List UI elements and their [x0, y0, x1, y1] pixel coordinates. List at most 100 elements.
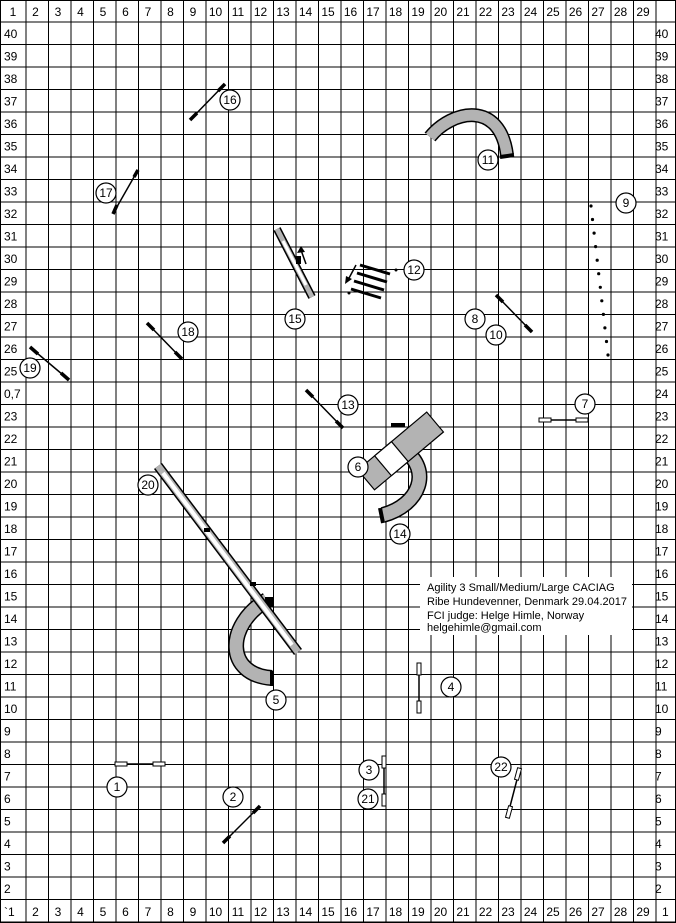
weave-pole: [595, 258, 599, 262]
y-axis-label-right: 13: [655, 635, 669, 649]
obstacle-number-3: 3: [358, 759, 380, 781]
y-axis-label-left: 16: [4, 567, 18, 581]
y-axis-label-right: 29: [655, 275, 669, 289]
svg-text:18: 18: [181, 325, 195, 339]
svg-text:7: 7: [582, 397, 589, 411]
tunnel-6: [356, 411, 445, 491]
x-axis-label-top: 25: [546, 5, 560, 19]
y-axis-label-right: 30: [655, 252, 669, 266]
y-axis-label-left: 19: [4, 500, 18, 514]
x-axis-label-top: 22: [479, 5, 493, 19]
y-axis-label-right: 16: [655, 567, 669, 581]
y-axis-label-left: 2: [4, 882, 11, 896]
y-axis-label-left: 22: [4, 432, 18, 446]
x-axis-label-top: 24: [524, 5, 538, 19]
y-axis-label-left: 21: [4, 455, 18, 469]
x-axis-label-bottom: 24: [524, 905, 538, 919]
svg-text:3: 3: [366, 763, 373, 777]
obstacle-number-16: 16: [219, 89, 241, 111]
x-axis-label-bottom: 23: [501, 905, 515, 919]
course-info-box: Agility 3 Small/Medium/Large CACIAG Ribe…: [420, 577, 632, 635]
weave-pole: [590, 217, 595, 222]
weave-pole: [594, 245, 598, 249]
y-axis-label-left: 12: [4, 657, 18, 671]
weave-pole: [606, 353, 610, 357]
obstacle-number-19: 19: [19, 357, 41, 379]
obstacle-number-10: 10: [485, 324, 507, 346]
weave-9: [589, 204, 610, 357]
x-axis-label-top: 26: [569, 5, 583, 19]
x-axis-label-bottom: 7: [145, 905, 152, 919]
x-axis-label-bottom: 8: [167, 905, 174, 919]
x-axis-label-top: 23: [501, 5, 515, 19]
y-axis-label-left: 27: [4, 320, 18, 334]
x-axis-label-top: 19: [411, 5, 425, 19]
obstacle-number-6: 6: [347, 456, 369, 478]
x-axis-label-top: 27: [591, 5, 605, 19]
tunnel-11: [424, 108, 515, 159]
obstacle-number-5: 5: [265, 689, 287, 711]
svg-text:10: 10: [489, 328, 503, 342]
svg-text:6: 6: [355, 460, 362, 474]
x-axis-label-bottom: 19: [411, 905, 425, 919]
y-axis-label-right: 25: [655, 365, 669, 379]
x-axis-label-bottom: 12: [254, 905, 268, 919]
jump-13: [304, 388, 345, 430]
y-axis-label-right: 34: [655, 162, 669, 176]
obstacle-number-13: 13: [337, 394, 359, 416]
x-axis-label-bottom: 28: [614, 905, 628, 919]
obstacle-number-14: 14: [389, 523, 411, 545]
y-axis-label-right: 39: [655, 50, 669, 64]
x-axis-label-top: 3: [55, 5, 62, 19]
y-axis-label-right: 19: [655, 500, 669, 514]
y-axis-label-right: 2: [655, 882, 662, 896]
x-axis-label-top: 16: [344, 5, 358, 19]
y-axis-label-right: 15: [655, 590, 669, 604]
x-axis-label-top: 8: [167, 5, 174, 19]
y-axis-label-left: 6: [4, 792, 11, 806]
y-axis-label-left: 36: [4, 117, 18, 131]
svg-text:8: 8: [472, 312, 479, 326]
y-axis-label-left: 3: [4, 860, 11, 874]
y-axis-label-left: 9: [4, 725, 11, 739]
y-axis-label-right: 5: [655, 815, 662, 829]
info-title: Agility 3 Small/Medium/Large CACIAG: [427, 582, 615, 594]
x-axis-label-bottom: 11: [232, 905, 245, 919]
x-axis-label-bottom: 13: [276, 905, 290, 919]
y-axis-label-right: 3: [655, 860, 662, 874]
weave-pole: [604, 339, 609, 344]
y-axis-label-left: 38: [4, 72, 18, 86]
svg-text:9: 9: [623, 196, 630, 210]
y-axis-label-right: 38: [655, 72, 669, 86]
y-axis-label-right: 20: [655, 477, 669, 491]
x-axis-label-top: 17: [366, 5, 380, 19]
y-axis-label-right: 35: [655, 140, 669, 154]
obstacle-number-12: 12: [403, 259, 425, 281]
y-axis-label-right: 10: [655, 702, 669, 716]
y-axis-label-left: 15: [4, 590, 18, 604]
x-axis-label-bottom: 16: [344, 905, 358, 919]
y-axis-label-left: 34: [4, 162, 18, 176]
weave-pole: [601, 312, 606, 316]
x-axis-label-top: 4: [77, 5, 84, 19]
jump-3-21: [381, 755, 387, 807]
x-axis-label-bottom: 21: [456, 905, 470, 919]
y-axis-label-left: 31: [4, 230, 18, 244]
y-axis-label-right: 27: [655, 320, 669, 334]
obstacle-number-11: 11: [477, 149, 499, 171]
svg-text:14: 14: [393, 527, 407, 541]
y-axis-label-left: 0,7: [4, 387, 21, 401]
y-axis-label-right: 4: [655, 837, 662, 851]
y-axis-label-left: 7: [4, 770, 11, 784]
x-axis-label-top: 28: [614, 5, 628, 19]
obstacle-number-15: 15: [284, 308, 306, 330]
obstacle-number-21: 21: [357, 788, 379, 810]
svg-text:21: 21: [361, 792, 375, 806]
svg-text:4: 4: [448, 680, 455, 694]
y-axis-label-left: 10: [4, 702, 18, 716]
x-axis-label-top: 1: [10, 5, 17, 19]
x-axis-label-bottom: 17: [366, 905, 380, 919]
svg-text:17: 17: [99, 186, 113, 200]
y-axis-label-right: 28: [655, 297, 669, 311]
x-axis-label-bottom: 25: [546, 905, 560, 919]
